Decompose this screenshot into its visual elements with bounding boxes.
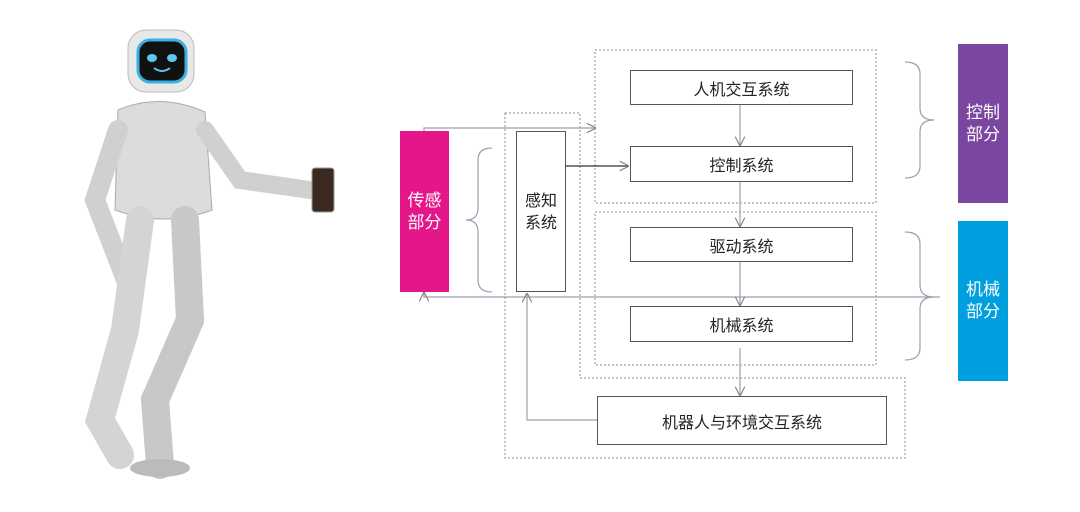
sensing-part-label: 传感 部分 bbox=[400, 131, 449, 292]
mechanical-part-label: 机械 部分 bbox=[958, 221, 1008, 381]
perception-system-box: 感知 系统 bbox=[516, 131, 566, 292]
mechanical-dotted-group bbox=[594, 211, 877, 366]
control-system-box: 控制系统 bbox=[630, 146, 853, 182]
mechanical-brace bbox=[904, 231, 935, 361]
perception-dotted-group bbox=[504, 112, 906, 459]
sensing-brace bbox=[465, 147, 493, 293]
hci-system-box: 人机交互系统 bbox=[630, 70, 853, 105]
mechanical-system-box: 机械系统 bbox=[630, 306, 853, 342]
env-interaction-system-box: 机器人与环境交互系统 bbox=[597, 396, 887, 445]
drive-system-box: 驱动系统 bbox=[630, 227, 853, 262]
control-brace bbox=[904, 61, 935, 179]
humanoid-robot-icon bbox=[84, 29, 335, 479]
control-dotted-group bbox=[594, 49, 877, 204]
control-part-label: 控制 部分 bbox=[958, 44, 1008, 203]
